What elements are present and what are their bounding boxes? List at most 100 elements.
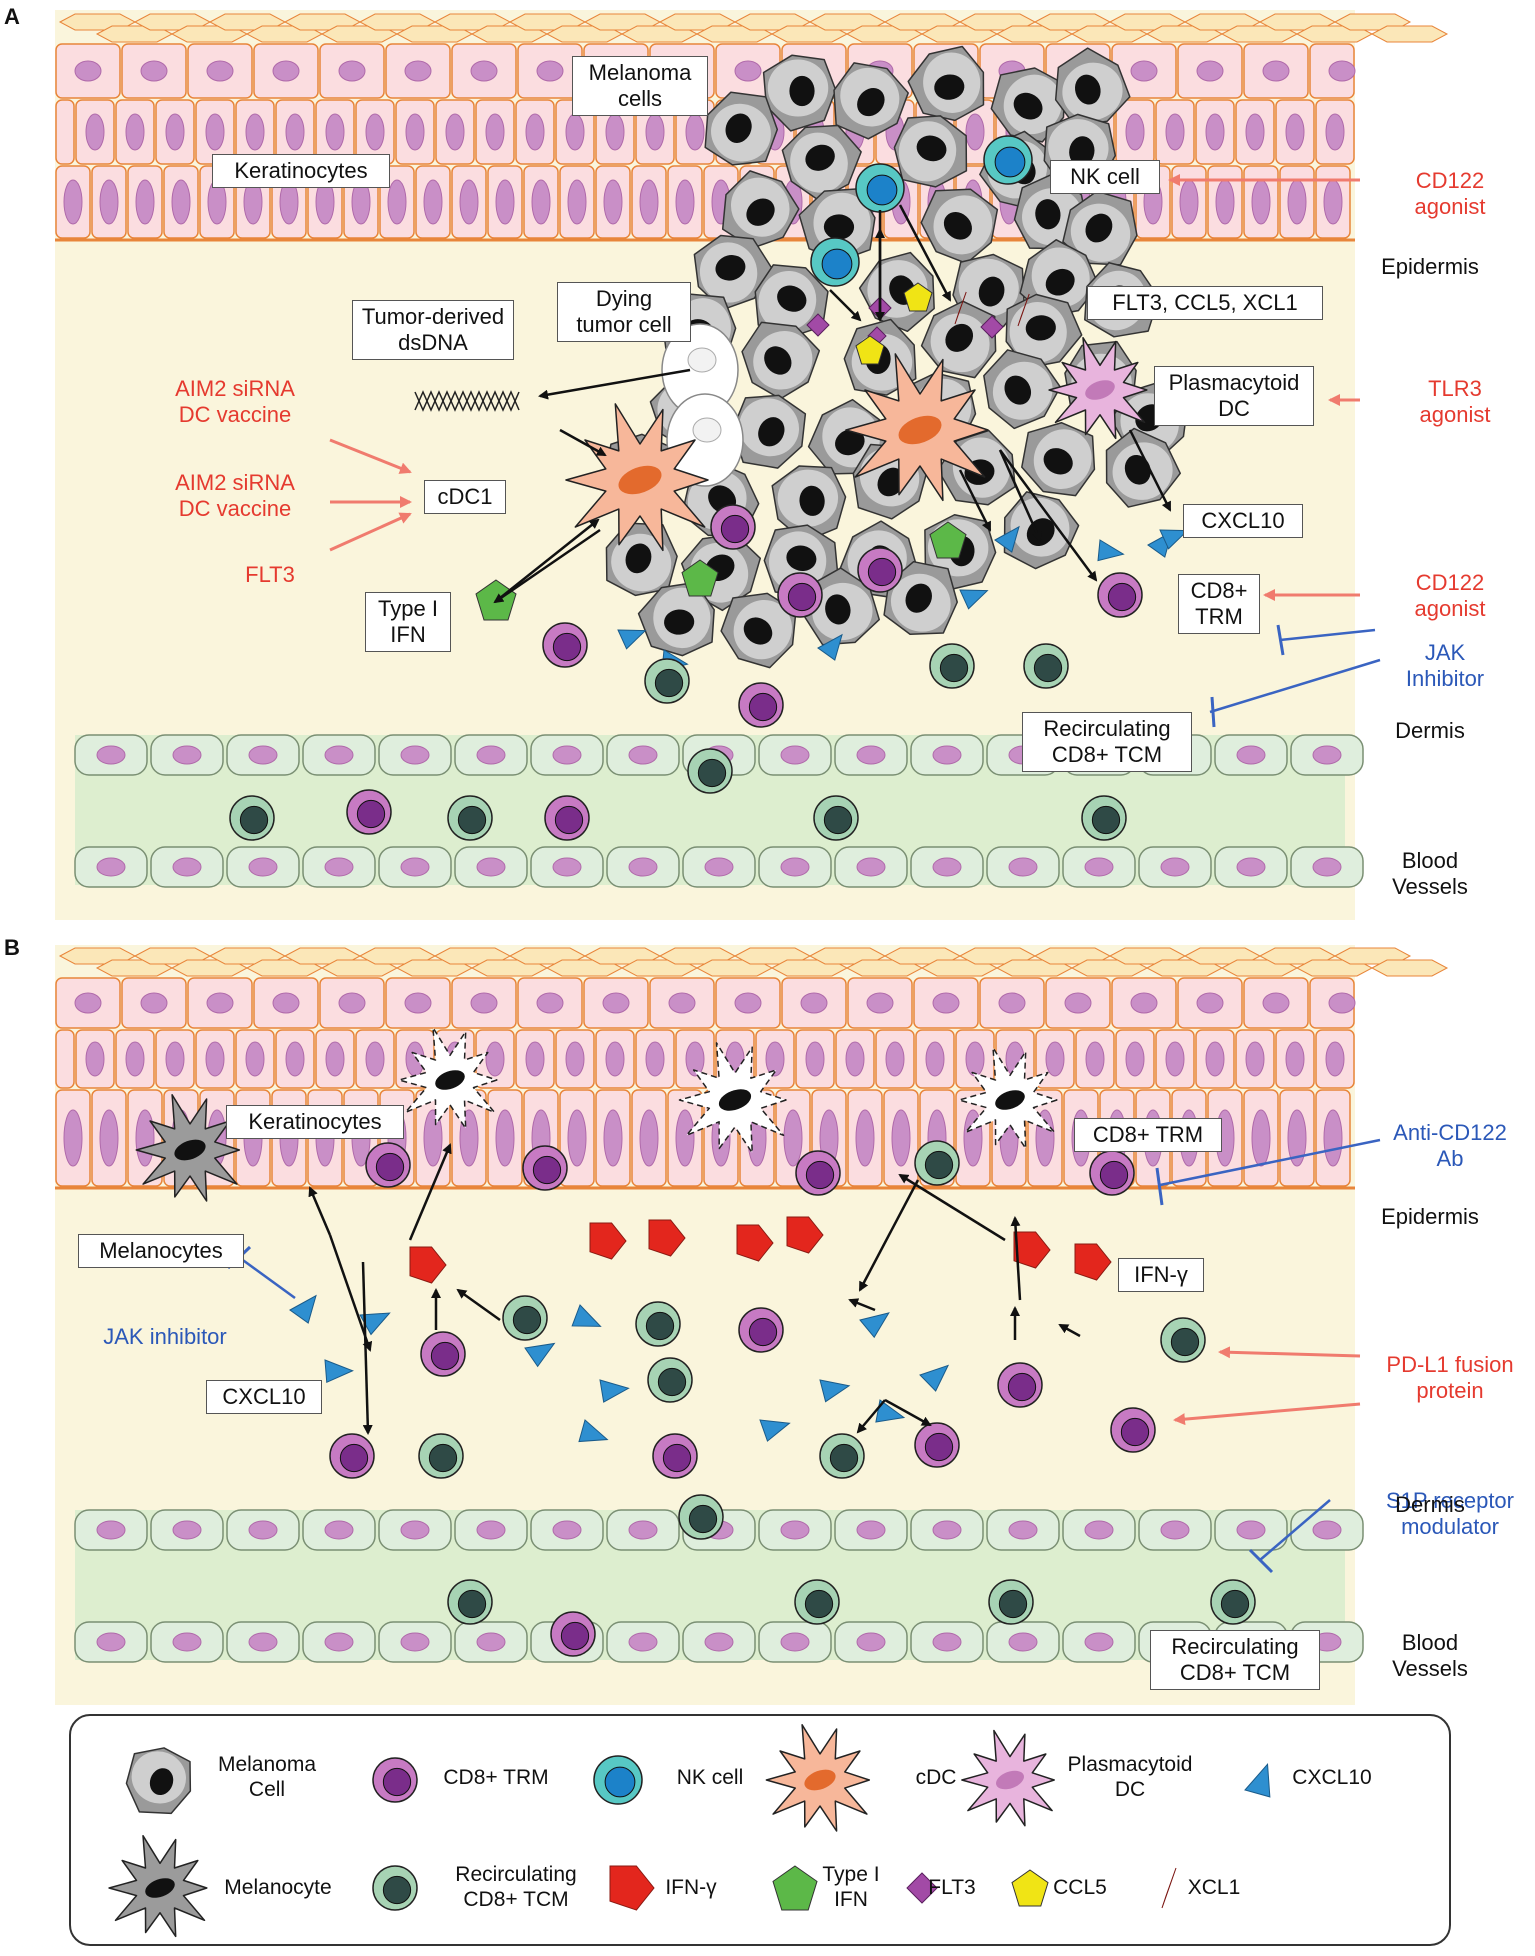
endothelial-nucleus [400, 857, 430, 877]
cxcl10-chemokine [817, 633, 843, 661]
melanoma-nucleus [725, 113, 752, 143]
legend-pdc-symbol-nucleus [996, 1770, 1024, 1790]
melanoma-nucleus [764, 346, 792, 375]
label-recirculating-b: Recirculating CD8+ TCM [1150, 1630, 1320, 1690]
cd8-trm-cell [542, 622, 588, 668]
keratinocyte-nucleus [1179, 179, 1199, 225]
melanoma-nucleus [789, 75, 815, 107]
melanoma-nucleus [945, 323, 974, 352]
keratinocyte-nucleus [63, 179, 83, 225]
cxcl10-chemokine [571, 1304, 602, 1327]
keratinocyte-nucleus [206, 992, 234, 1014]
keratinocyte-nucleus [605, 113, 625, 151]
dsdna-strand [414, 390, 520, 412]
cd8-trm-cell [710, 504, 756, 550]
melanoma-nucleus [1124, 454, 1151, 485]
cxcl10-chemokine [859, 1312, 890, 1339]
cd8-trm-cell-inner [356, 799, 386, 829]
cd8-trm-cell-inner [554, 805, 584, 835]
label-recirculating-a: Recirculating CD8+ TCM [1022, 712, 1192, 772]
keratinocyte-nucleus [171, 179, 191, 225]
endothelial-nucleus [628, 857, 658, 877]
keratinocyte-nucleus [855, 1109, 875, 1167]
cd8-trm-cell-inner [1007, 1372, 1037, 1402]
melanoma-nucleus [823, 214, 855, 240]
keratinocyte [55, 1029, 75, 1089]
melanoma-nucleus [825, 594, 851, 625]
keratinocyte-nucleus [1165, 113, 1185, 151]
keratinocyte-nucleus [1205, 1041, 1225, 1077]
text-aim2-siRNA-1: AIM2 siRNA DC vaccine [175, 376, 295, 427]
keratinocyte-nucleus [445, 113, 465, 151]
text-cd122-agonist-mid: CD122 agonist [1414, 570, 1486, 621]
endothelial-nucleus [172, 857, 202, 877]
dying-melanocyte [958, 1046, 1058, 1150]
recirculating-tcm-cell [447, 1579, 493, 1625]
inhibition-bar [1210, 696, 1216, 728]
keratinocyte-nucleus [125, 113, 145, 151]
label-cdc1: cDC1 [424, 480, 506, 514]
text-cd122-agonist-top: CD122 agonist [1414, 168, 1486, 219]
melanoma-nucleus [799, 485, 825, 516]
melanoma-cell [731, 394, 807, 469]
panel-a-cells [229, 135, 1189, 841]
cdc-cell-tumor [845, 353, 989, 502]
layer-vessels-b: Blood Vessels [1392, 1630, 1468, 1681]
keratinocyte-nucleus [1325, 113, 1345, 151]
arrow [1128, 429, 1172, 512]
arrows [226, 174, 1381, 1574]
cd8-trm-cell-inner [1107, 582, 1137, 612]
text-aim2-siRNA-2: AIM2 siRNA DC vaccine [175, 470, 295, 521]
endothelial-nucleus [172, 745, 202, 765]
legend-melanoma-cell: Melanoma Cell [217, 1753, 317, 1801]
melanoma-nucleus [1045, 268, 1075, 296]
legend-ccl5-symbol [1011, 1869, 1049, 1907]
arrow [998, 449, 1042, 542]
panel-b-cells [135, 1026, 1256, 1657]
text-jak-inhibitor-b: JAK inhibitor [103, 1324, 227, 1349]
keratinocyte-nucleus [1245, 1041, 1265, 1077]
melanoma-cell [1021, 421, 1096, 497]
cd8-trm-cell-inner [382, 1767, 412, 1797]
recirculating-tcm-cell [644, 658, 690, 704]
endothelial-nucleus [96, 1520, 126, 1540]
melanoma-cell [983, 349, 1062, 430]
keratinocyte-nucleus [1323, 179, 1343, 225]
melanoma-nucleus [943, 212, 972, 240]
cd8-trm-cell [329, 1433, 375, 1479]
cd8-trm-cell-inner [552, 632, 582, 662]
keratinocyte-nucleus [525, 113, 545, 151]
cd8-trm-cell-inner [1099, 1160, 1129, 1190]
keratinocyte-nucleus [423, 1109, 443, 1167]
legend-cxcl10-symbol [1244, 1763, 1271, 1798]
ccl5-chemokine [903, 282, 933, 312]
type1-ifn [929, 521, 967, 559]
keratinocyte-nucleus [1285, 1041, 1305, 1077]
keratinocyte-nucleus [675, 179, 695, 225]
melanoma-cell [1005, 293, 1083, 369]
keratinocyte-nucleus [1205, 113, 1225, 151]
cd8-trm-cell [365, 1142, 411, 1188]
cd8-trm-cell-inner [1120, 1417, 1150, 1447]
text-jak-inhibitor-a: JAK Inhibitor [1405, 640, 1485, 691]
keratinocyte-nucleus [565, 1041, 585, 1077]
panel-a-letter: A [4, 4, 20, 29]
keratinocyte-nucleus [1287, 179, 1307, 225]
legend-symbols [108, 1724, 1271, 1938]
keratinocyte-nucleus [805, 1041, 825, 1077]
recirculating-tcm-cell-inner [924, 1150, 954, 1180]
xcl1-chemokine [954, 291, 967, 325]
keratinocyte-nucleus [536, 992, 564, 1014]
keratinocyte-nucleus [845, 1041, 865, 1077]
dying-melanocyte [678, 1042, 787, 1154]
keratinocyte-nucleus [603, 179, 623, 225]
endothelial-nucleus [400, 1632, 430, 1652]
keratinocyte-nucleus [338, 60, 366, 82]
text-tlr3-agonist: TLR3 agonist [1419, 376, 1491, 427]
keratinocyte-nucleus [645, 1041, 665, 1077]
inhibition-line [239, 1256, 296, 1300]
melanoma-cell [781, 124, 862, 202]
keratinocyte-nucleus [485, 113, 505, 151]
cd8-trm-cell [544, 795, 590, 841]
keratinocyte-nucleus [325, 113, 345, 151]
